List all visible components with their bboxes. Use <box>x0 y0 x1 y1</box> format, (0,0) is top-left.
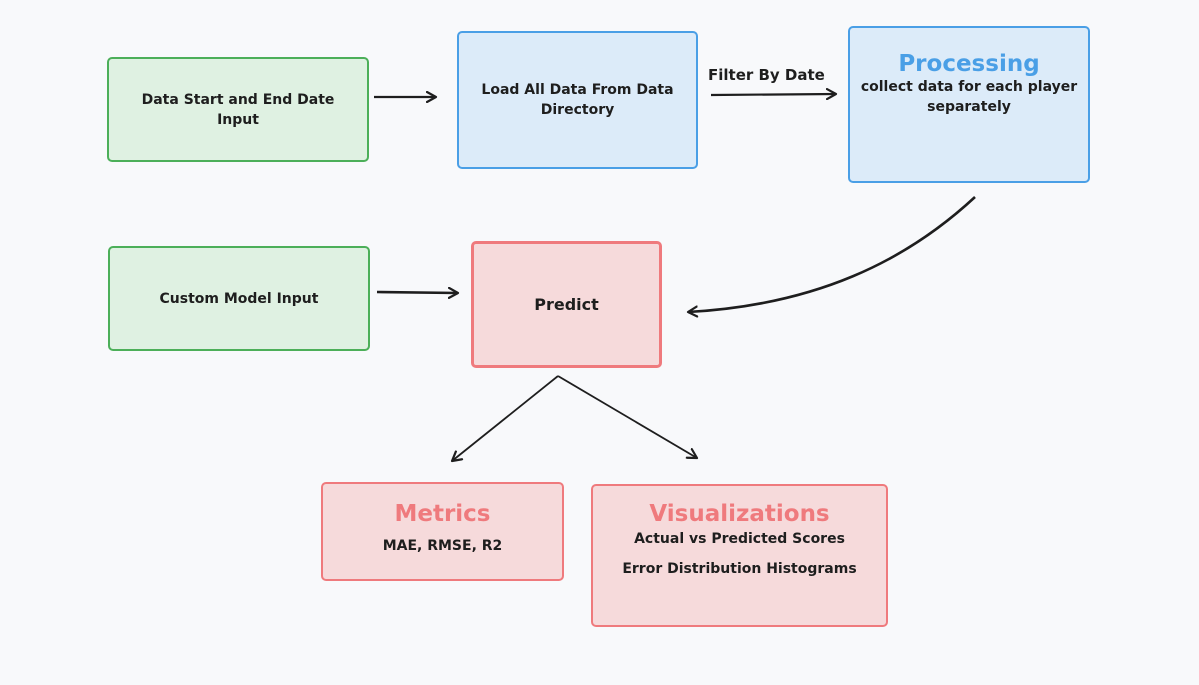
arrow-predict-to-visualizations <box>557 375 697 458</box>
visualizations-node: Visualizations Actual vs Predicted Score… <box>591 484 888 627</box>
processing-desc: collect data for each player separately <box>860 79 1078 115</box>
predict-node: Predict <box>471 241 662 368</box>
arrow-load-to-processing <box>710 94 836 95</box>
processing-title: Processing <box>898 51 1040 77</box>
load-data-label: Load All Data From Data Directory <box>481 82 674 118</box>
metrics-desc: MAE, RMSE, R2 <box>382 538 503 554</box>
load-data-node: Load All Data From Data Directory <box>457 31 698 169</box>
arrow-predict-to-metrics <box>452 375 559 461</box>
custom-model-label: Custom Model Input <box>159 290 319 307</box>
custom-model-node: Custom Model Input <box>108 246 370 351</box>
date-input-label: Data Start and End Date Input <box>141 91 335 128</box>
processing-node: Processing collect data for each player … <box>848 26 1090 183</box>
arrow-model-to-predict <box>376 292 458 293</box>
predict-label: Predict <box>534 294 599 314</box>
visualizations-title: Visualizations <box>649 501 830 527</box>
arrow-processing-to-predict <box>688 196 976 312</box>
visualizations-line2: Error Distribution Histograms <box>622 561 857 577</box>
date-input-node: Data Start and End Date Input <box>107 57 369 162</box>
filter-by-date-label: Filter By Date <box>708 66 825 84</box>
visualizations-line1: Actual vs Predicted Scores <box>634 531 845 547</box>
metrics-title: Metrics <box>394 501 491 527</box>
metrics-node: Metrics MAE, RMSE, R2 <box>321 482 564 581</box>
